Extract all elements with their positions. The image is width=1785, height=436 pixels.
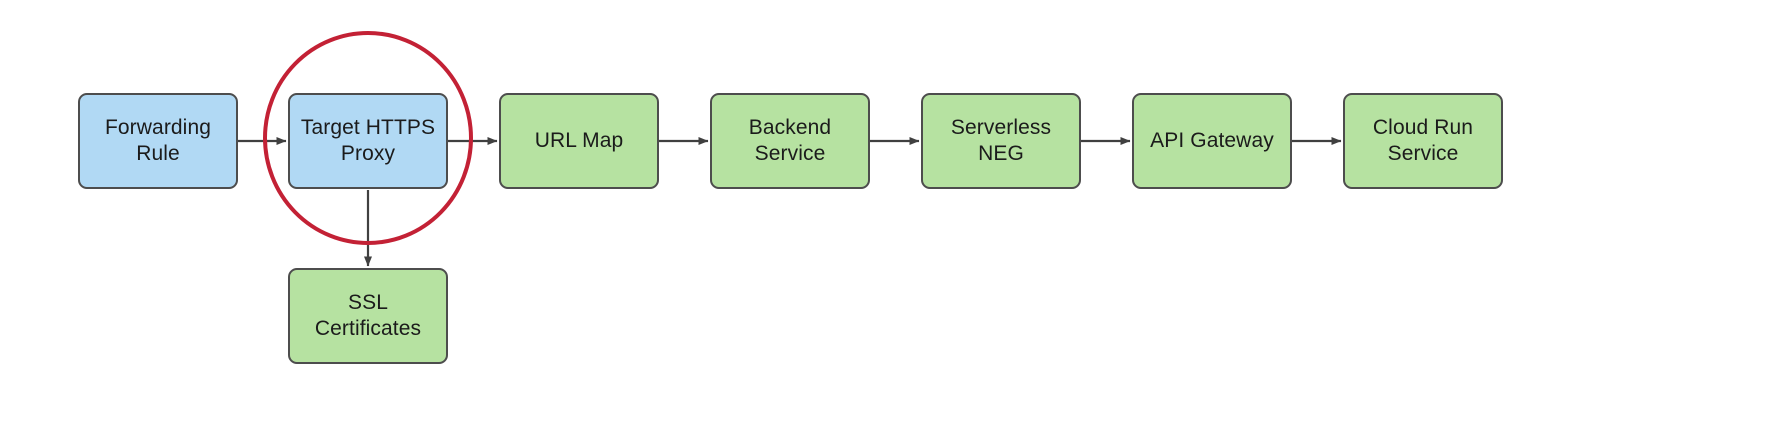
node-ssl-certificates[interactable]: SSL Certificates <box>288 268 448 364</box>
node-forwarding-rule[interactable]: Forwarding Rule <box>78 93 238 189</box>
node-serverless-neg[interactable]: Serverless NEG <box>921 93 1081 189</box>
node-cloud-run-service[interactable]: Cloud Run Service <box>1343 93 1503 189</box>
node-target-https-proxy[interactable]: Target HTTPS Proxy <box>288 93 448 189</box>
node-backend-service[interactable]: Backend Service <box>710 93 870 189</box>
node-api-gateway[interactable]: API Gateway <box>1132 93 1292 189</box>
node-url-map[interactable]: URL Map <box>499 93 659 189</box>
